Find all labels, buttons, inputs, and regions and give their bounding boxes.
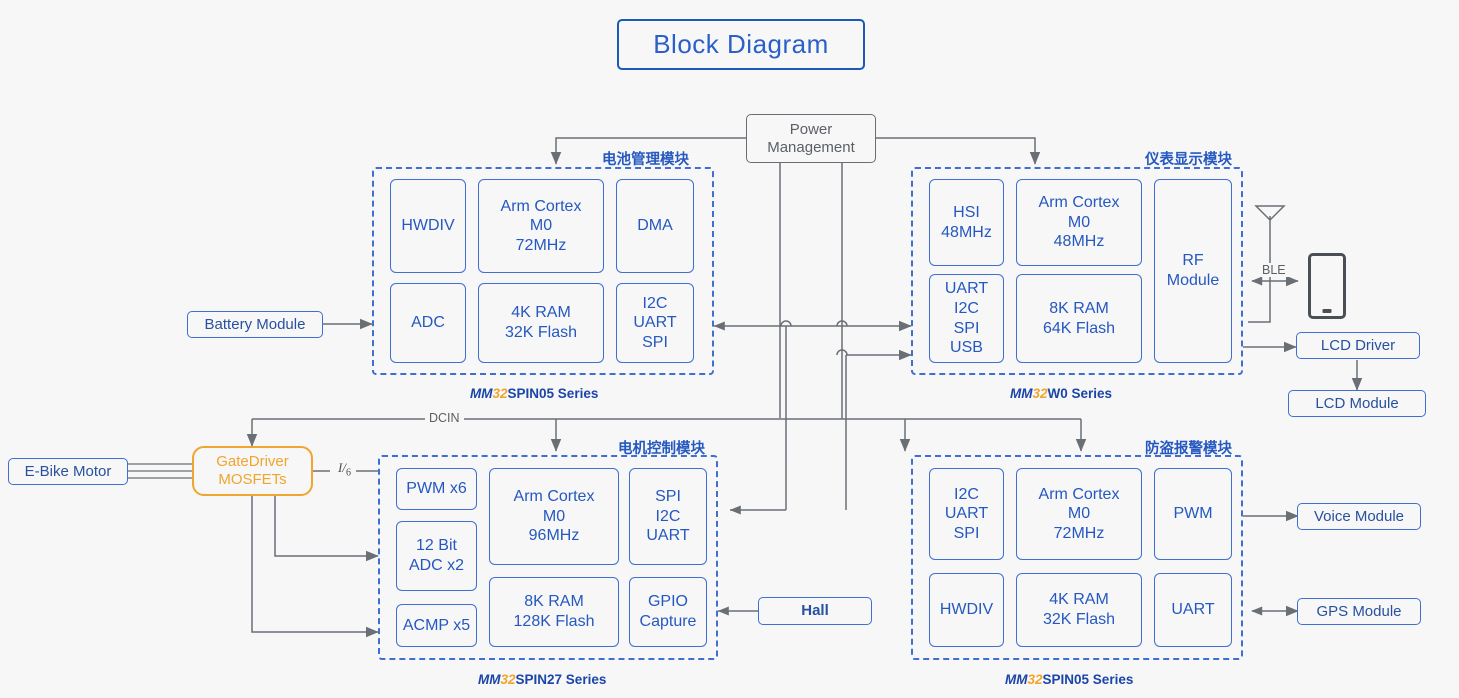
block-motor-memory: 8K RAM 128K Flash <box>489 577 619 647</box>
ble-label: BLE <box>1258 263 1290 277</box>
power-management-line1: Power <box>789 120 833 138</box>
six-phase-current-label: I/6 <box>336 460 353 479</box>
lcd-driver-node[interactable]: LCD Driver <box>1296 332 1420 359</box>
block-motor-periph: SPI I2C UART <box>629 468 707 565</box>
series-number: 32 <box>1027 672 1043 687</box>
block-battery-core: Arm Cortex M0 72MHz <box>478 179 604 273</box>
module-battery-management <box>372 167 714 375</box>
series-label-motor-control: MM32SPIN27 Series <box>478 672 606 687</box>
block-alarm-memory: 4K RAM 32K Flash <box>1016 573 1142 647</box>
block-instrument-rf: RF Module <box>1154 179 1232 363</box>
series-prefix: MM <box>478 672 501 687</box>
current-subscript: 6 <box>345 467 351 479</box>
block-instrument-core: Arm Cortex M0 48MHz <box>1016 179 1142 266</box>
module-caption-battery-management: 电池管理模块 <box>602 152 689 168</box>
block-battery-dma: DMA <box>616 179 694 273</box>
series-number: 32 <box>492 386 508 401</box>
battery-module-node[interactable]: Battery Module <box>187 311 323 338</box>
phone-home-button <box>1322 309 1332 313</box>
block-battery-memory: 4K RAM 32K Flash <box>478 283 604 363</box>
block-instrument-periph: UART I2C SPI USB <box>929 274 1004 363</box>
block-battery-periph: I2C UART SPI <box>616 283 694 363</box>
page-title: Block Diagram <box>617 19 865 70</box>
block-motor-core: Arm Cortex M0 96MHz <box>489 468 619 565</box>
block-battery-hwdiv: HWDIV <box>390 179 466 273</box>
series-number: 32 <box>1032 386 1048 401</box>
block-motor-acmp: ACMP x5 <box>396 604 477 647</box>
series-suffix: SPIN27 Series <box>515 672 607 687</box>
module-anti-theft-alarm <box>911 455 1243 660</box>
gate-driver-line1: GateDriver <box>216 453 289 470</box>
block-alarm-periph: I2C UART SPI <box>929 468 1004 560</box>
series-label-instrument-display: MM32W0 Series <box>1010 386 1112 401</box>
power-management-line2: Management <box>767 138 855 156</box>
series-prefix: MM <box>1005 672 1028 687</box>
series-label-anti-theft-alarm: MM32SPIN05 Series <box>1005 672 1133 687</box>
block-instrument-memory: 8K RAM 64K Flash <box>1016 274 1142 363</box>
voice-module-node[interactable]: Voice Module <box>1297 503 1421 530</box>
gate-driver-line2: MOSFETs <box>218 471 287 488</box>
lcd-module-node[interactable]: LCD Module <box>1288 390 1426 417</box>
series-label-battery-management: MM32SPIN05 Series <box>470 386 598 401</box>
module-caption-motor-control: 电机控制模块 <box>618 441 705 457</box>
block-battery-adc: ADC <box>390 283 466 363</box>
series-prefix: MM <box>470 386 493 401</box>
series-number: 32 <box>500 672 516 687</box>
hall-sensor-node[interactable]: Hall <box>758 597 872 625</box>
block-alarm-hwdiv: HWDIV <box>929 573 1004 647</box>
series-suffix: SPIN05 Series <box>507 386 599 401</box>
gate-driver-mosfets-node[interactable]: GateDriver MOSFETs <box>192 446 313 496</box>
gps-module-node[interactable]: GPS Module <box>1297 598 1421 625</box>
series-prefix: MM <box>1010 386 1033 401</box>
block-alarm-uart: UART <box>1154 573 1232 647</box>
module-caption-anti-theft-alarm: 防盗报警模块 <box>1145 441 1232 457</box>
block-alarm-pwm: PWM <box>1154 468 1232 560</box>
series-suffix: SPIN05 Series <box>1042 672 1134 687</box>
block-motor-pwm: PWM x6 <box>396 468 477 510</box>
block-alarm-core: Arm Cortex M0 72MHz <box>1016 468 1142 560</box>
current-symbol: I <box>338 460 343 475</box>
ebike-motor-node[interactable]: E-Bike Motor <box>8 458 128 485</box>
block-motor-adc: 12 Bit ADC x2 <box>396 521 477 591</box>
block-motor-gpio: GPIO Capture <box>629 577 707 647</box>
series-suffix: W0 Series <box>1047 386 1113 401</box>
power-management-block: Power Management <box>746 114 876 163</box>
block-instrument-hsi: HSI 48MHz <box>929 179 1004 266</box>
module-instrument-display <box>911 167 1243 375</box>
module-motor-control <box>378 455 718 660</box>
smartphone-icon <box>1308 253 1346 319</box>
dcin-label: DCIN <box>425 411 464 425</box>
module-caption-instrument-display: 仪表显示模块 <box>1145 152 1232 168</box>
